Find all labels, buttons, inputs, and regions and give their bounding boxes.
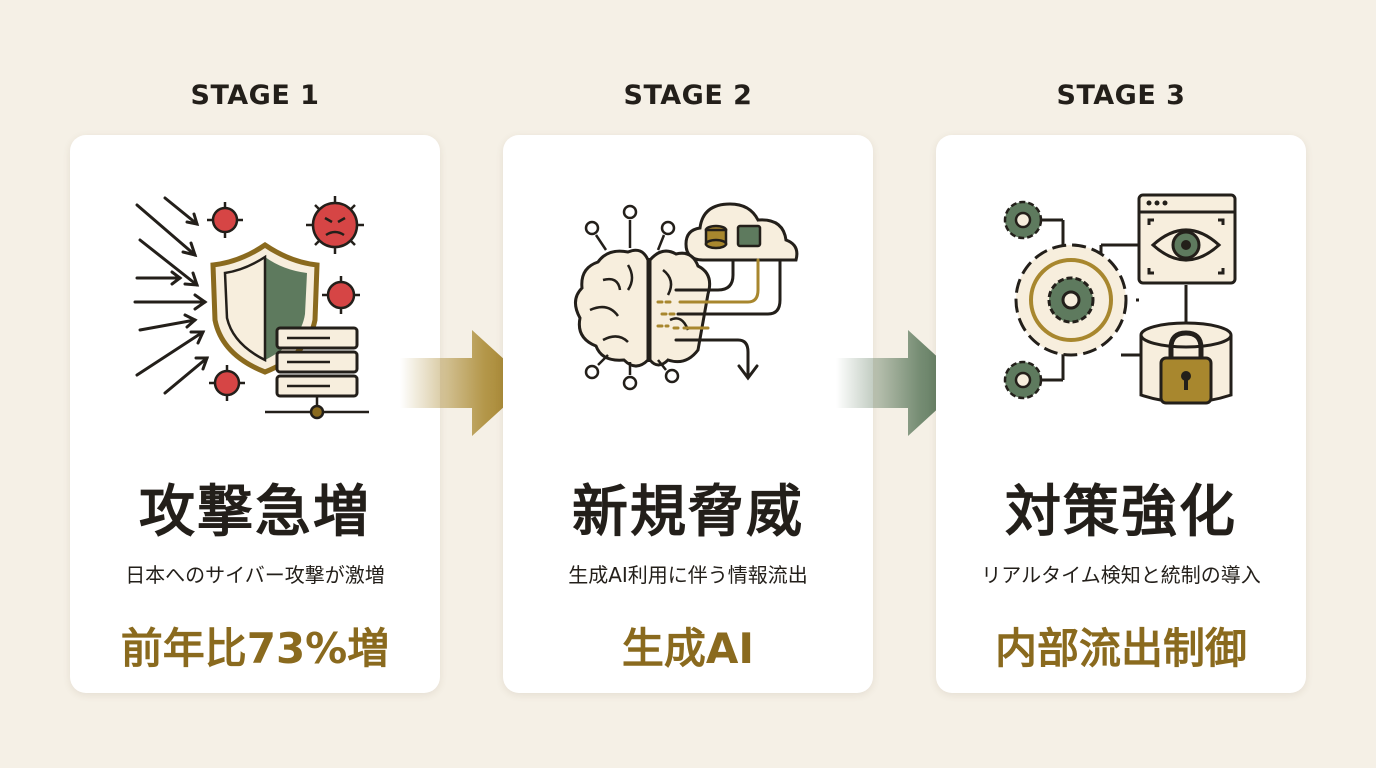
- stage-subtitle: 生成AI利用に伴う情報流出: [568, 563, 808, 587]
- monitoring-control-icon: [1003, 193, 1237, 405]
- stage-label: STAGE 1: [190, 80, 320, 111]
- stage-label: STAGE 3: [1056, 80, 1186, 111]
- shield-attack-icon: [133, 196, 369, 420]
- stage-metric: 内部流出制御: [994, 624, 1247, 673]
- stage-metric: 前年比73%増: [120, 624, 390, 673]
- stage-subtitle: 日本へのサイバー攻撃が激増: [125, 563, 385, 587]
- stage-title: 攻撃急増: [139, 479, 371, 545]
- stage-label: STAGE 2: [623, 80, 753, 111]
- stage-subtitle: リアルタイム検知と統制の導入: [981, 563, 1261, 587]
- ai-brain-cloud-icon: [574, 202, 799, 391]
- stage-metric: 生成AI: [621, 624, 755, 673]
- stage-title: 新規脅威: [572, 479, 804, 545]
- stage-card: 新規脅威 生成AI利用に伴う情報流出 生成AI: [503, 135, 873, 693]
- stage-card: 攻撃急増 日本へのサイバー攻撃が激増 前年比73%増: [70, 135, 440, 693]
- arrow-right-icon: [836, 330, 966, 436]
- stage-title: 対策強化: [1005, 479, 1237, 545]
- stage-card: 対策強化 リアルタイム検知と統制の導入 内部流出制御: [936, 135, 1306, 693]
- arrow-right-icon: [400, 330, 530, 436]
